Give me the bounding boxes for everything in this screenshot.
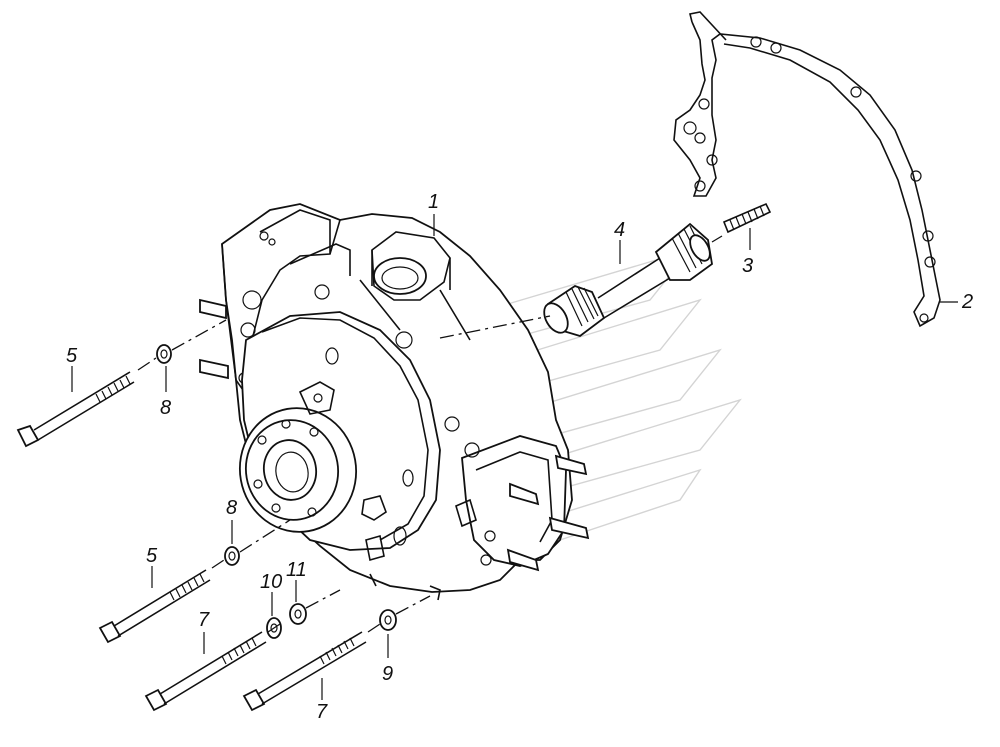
gasket-part-2 xyxy=(673,11,941,328)
bolt-part-7-right xyxy=(242,631,367,712)
spring-part-3 xyxy=(722,202,772,234)
washer-part-8-lower xyxy=(224,546,240,566)
callout-7-right: 7 xyxy=(316,701,328,723)
washer-part-9 xyxy=(379,609,397,631)
callout-7-left: 7 xyxy=(198,609,210,631)
callout-4: 4 xyxy=(614,219,625,241)
callout-8-lower: 8 xyxy=(226,497,237,519)
washer-part-11 xyxy=(289,603,307,625)
callout-5-upper: 5 xyxy=(66,345,78,367)
callout-1: 1 xyxy=(428,191,439,213)
bolt-part-7-left xyxy=(144,631,267,712)
callout-5-lower: 5 xyxy=(146,545,158,567)
housing-part-1 xyxy=(199,203,590,601)
callout-8-upper: 8 xyxy=(160,397,171,419)
callout-2: 2 xyxy=(961,291,973,313)
shaft-part-4 xyxy=(543,222,713,337)
washer-part-8-upper xyxy=(156,344,172,364)
leader-lines xyxy=(71,214,958,700)
callouts: 1 2 3 4 5 5 7 7 8 8 9 10 11 xyxy=(66,191,973,723)
callout-3: 3 xyxy=(742,255,753,277)
assembly-axes xyxy=(137,235,723,633)
bolt-part-5-lower xyxy=(98,569,211,644)
callout-9: 9 xyxy=(382,663,393,685)
callout-10: 10 xyxy=(260,571,282,593)
bolt-part-5-upper xyxy=(16,371,135,448)
callout-11: 11 xyxy=(286,559,307,581)
